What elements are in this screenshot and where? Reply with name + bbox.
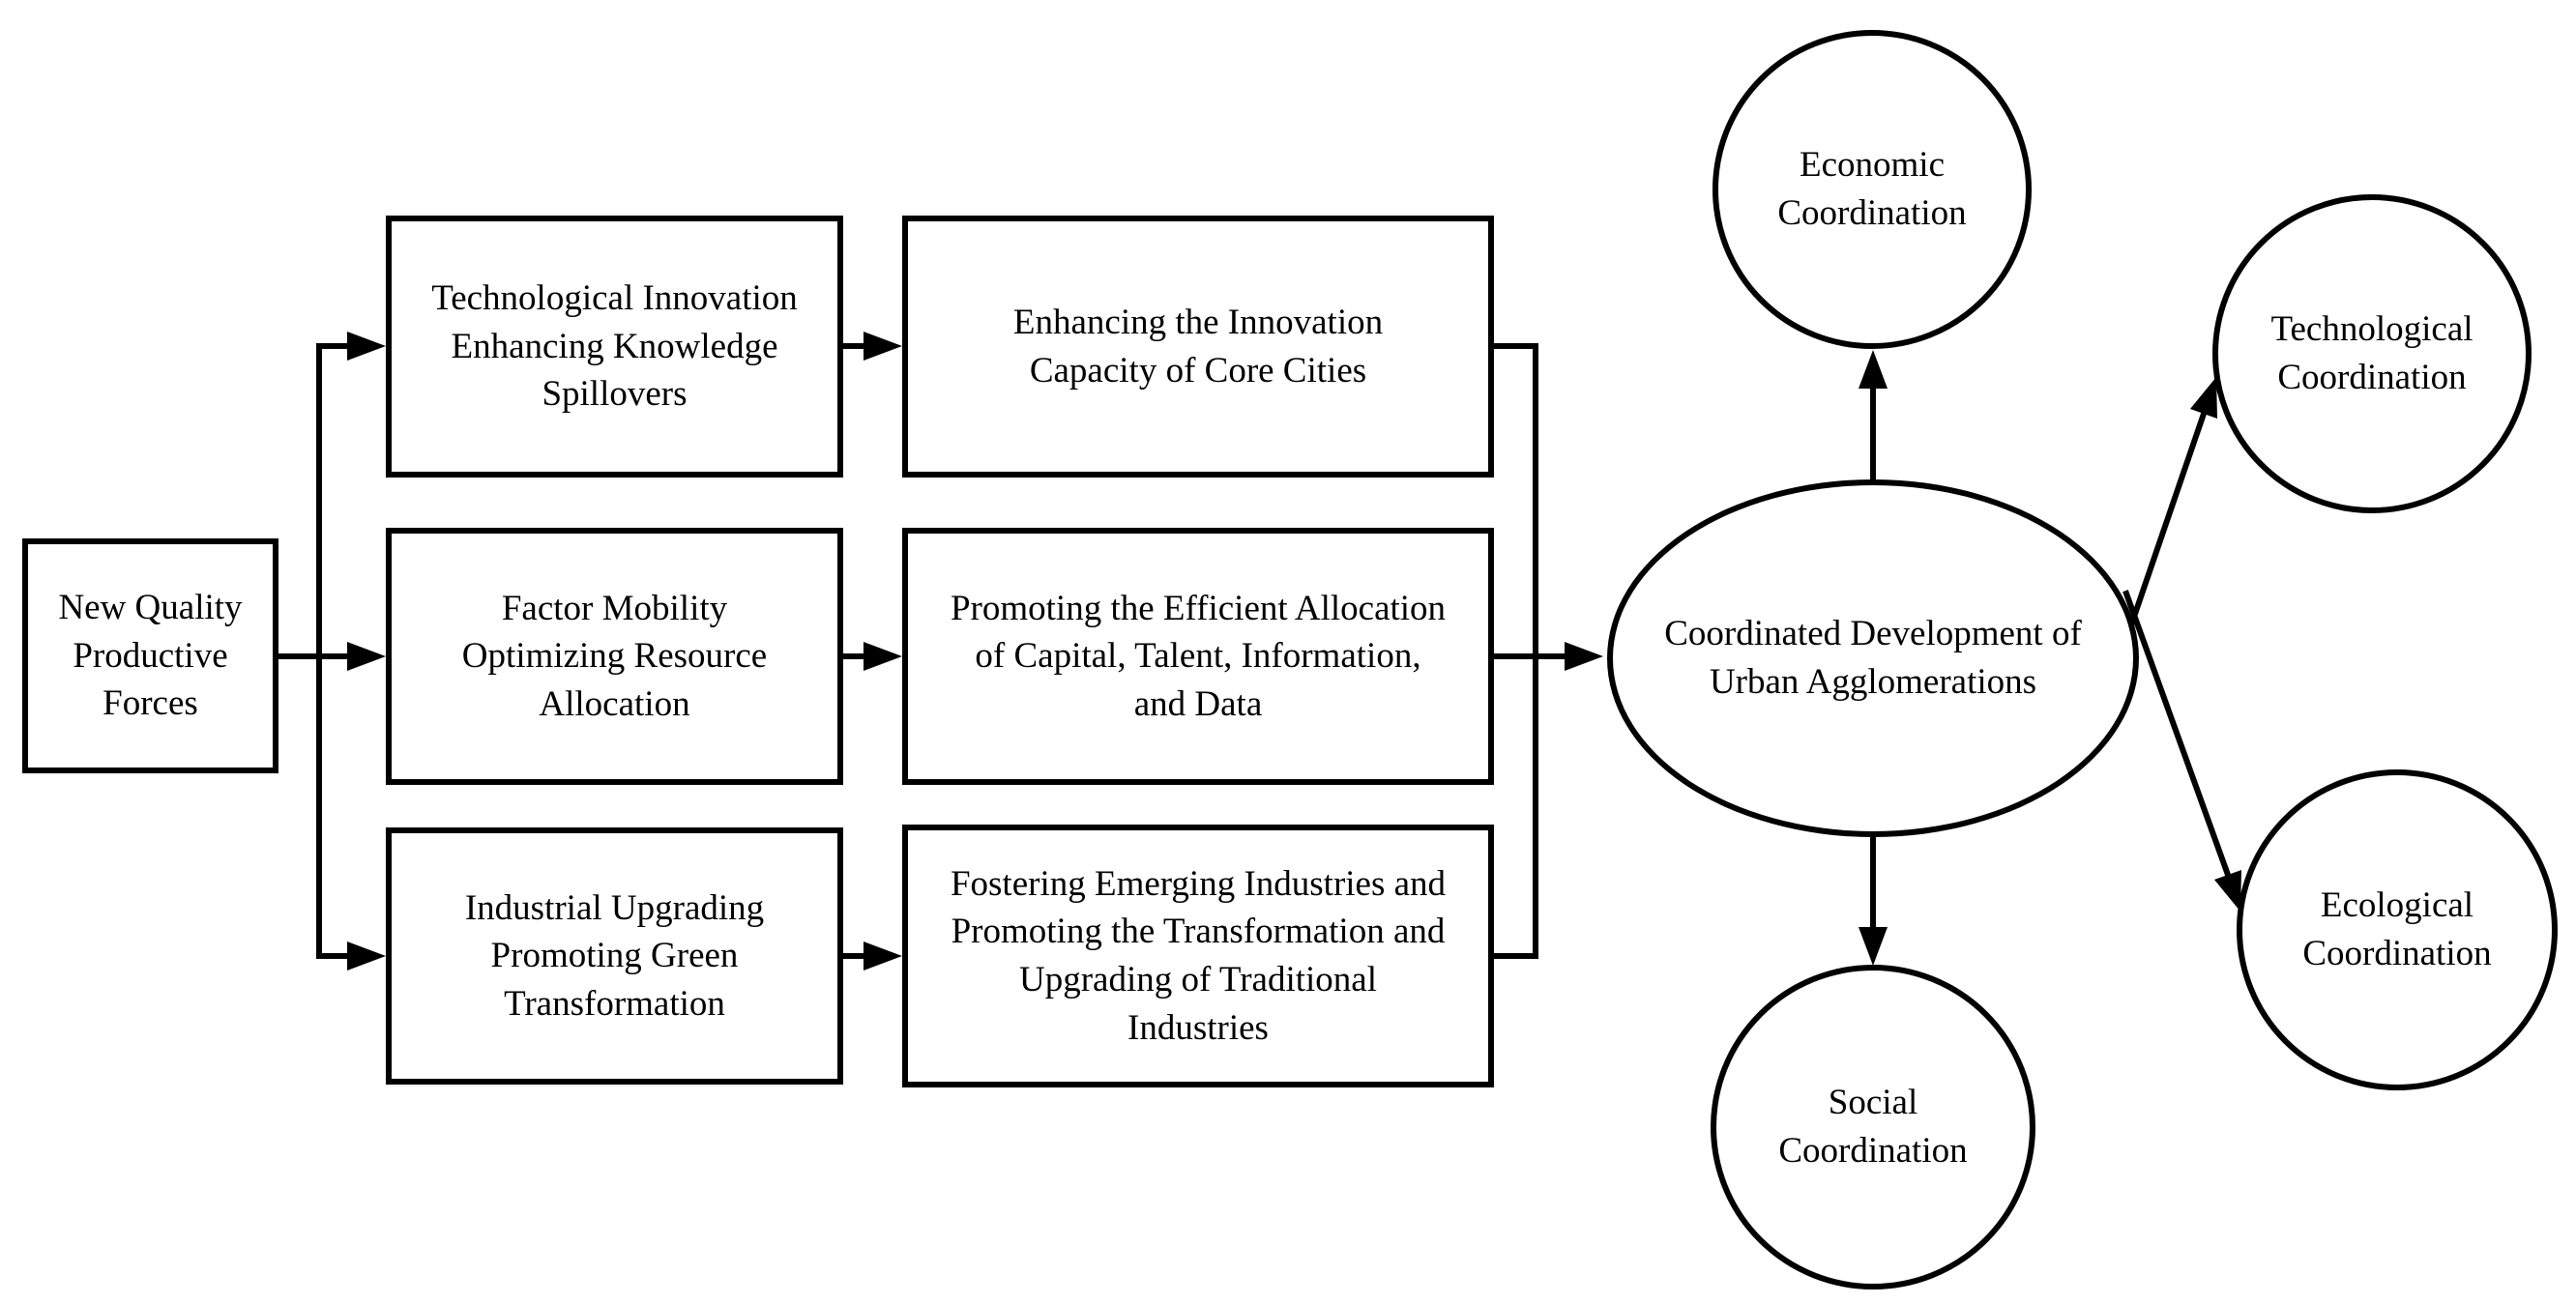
circle-ecological-coordination: Ecological Coordination — [2237, 769, 2558, 1090]
arrowhead-outcome1 — [864, 332, 902, 361]
arrowhead-ecological — [2214, 870, 2241, 912]
arrowhead-outcome2 — [864, 642, 902, 671]
edge-center-to-technological — [2121, 410, 2208, 649]
arrowhead-driver2 — [347, 642, 386, 671]
arrowhead-economic — [1859, 350, 1888, 389]
circle-label: Economic Coordination — [1777, 145, 1967, 233]
box-efficient-allocation: Promoting the Efficient Allocation of Ca… — [902, 528, 1494, 785]
box-new-quality-productive-forces: New Quality Productive Forces — [22, 538, 278, 773]
arrowhead-driver1 — [347, 332, 386, 361]
box-label: Enhancing the Innovation Capacity of Cor… — [1012, 302, 1384, 391]
box-label: Factor Mobility Optimizing Resource Allo… — [461, 588, 768, 724]
circle-label: Ecological Coordination — [2302, 885, 2492, 973]
arrowhead-outcome3 — [864, 942, 902, 971]
box-label: Promoting the Efficient Allocation of Ca… — [950, 588, 1447, 724]
arrowhead-driver3 — [347, 942, 386, 971]
edge-center-to-ecological — [2122, 590, 2232, 879]
circle-social-coordination: Social Coordination — [1711, 965, 2035, 1290]
box-label: Industrial Upgrading Promoting Green Tra… — [464, 887, 765, 1024]
circle-label: Technological Coordination — [2270, 309, 2474, 397]
circle-label: Social Coordination — [1778, 1083, 1968, 1171]
circle-economic-coordination: Economic Coordination — [1712, 30, 2032, 349]
box-enhancing-innovation-capacity: Enhancing the Innovation Capacity of Cor… — [902, 216, 1494, 478]
arrowhead-technological — [2190, 377, 2217, 419]
ellipse-label: Coordinated Development of Urban Agglome… — [1664, 614, 2082, 702]
box-label: Technological Innovation Enhancing Knowl… — [431, 278, 798, 415]
circle-technological-coordination: Technological Coordination — [2212, 194, 2532, 513]
box-industrial-upgrading: Industrial Upgrading Promoting Green Tra… — [386, 827, 843, 1085]
box-label: Fostering Emerging Industries and Promot… — [950, 863, 1447, 1048]
arrowhead-center — [1565, 642, 1603, 671]
box-factor-mobility: Factor Mobility Optimizing Resource Allo… — [386, 528, 843, 785]
ellipse-coordinated-development: Coordinated Development of Urban Agglome… — [1607, 479, 2139, 837]
box-technological-innovation: Technological Innovation Enhancing Knowl… — [386, 216, 843, 478]
arrowhead-social — [1859, 927, 1888, 966]
box-label: New Quality Productive Forces — [58, 588, 243, 724]
box-fostering-emerging-industries: Fostering Emerging Industries and Promot… — [902, 825, 1494, 1087]
